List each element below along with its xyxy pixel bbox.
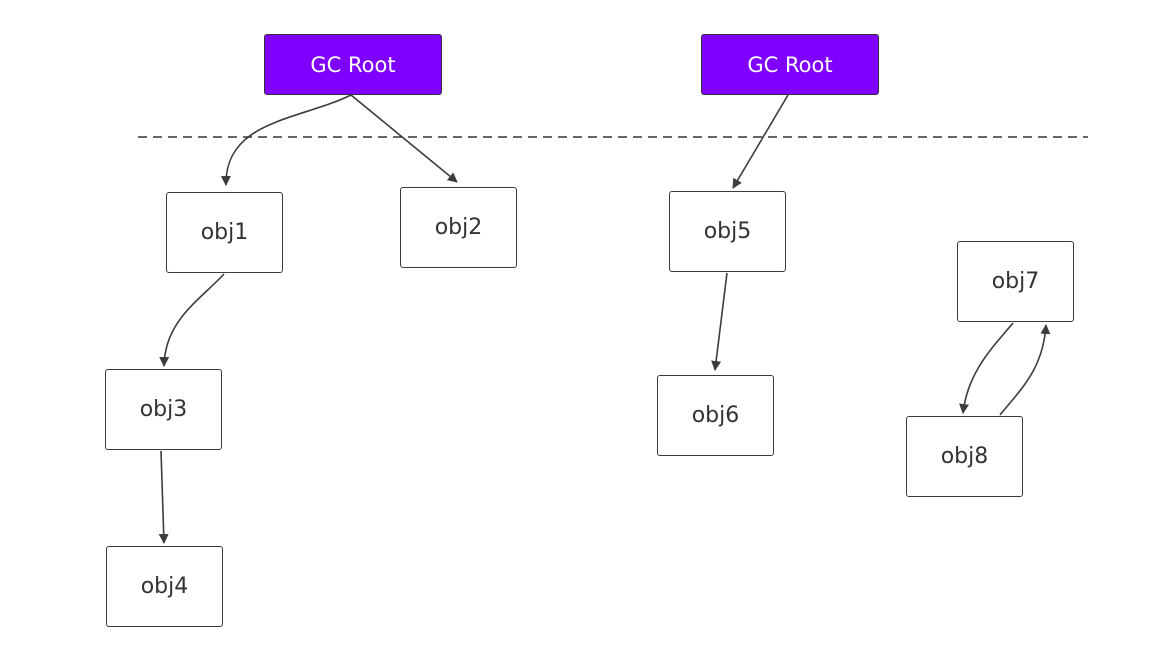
obj4-node: obj4 xyxy=(106,546,223,627)
obj7-label: obj7 xyxy=(991,269,1040,294)
obj1-node: obj1 xyxy=(166,192,283,273)
obj6-node: obj6 xyxy=(657,375,774,456)
edge-obj7-to-obj8 xyxy=(959,322,1014,414)
obj8-node: obj8 xyxy=(906,416,1023,497)
obj5-label: obj5 xyxy=(703,219,752,244)
gc-root-label: GC Root xyxy=(747,52,833,77)
obj2-label: obj2 xyxy=(434,215,483,240)
obj3-label: obj3 xyxy=(139,397,188,422)
gc-root-node-left: GC Root xyxy=(264,34,442,95)
gc-root-node-right: GC Root xyxy=(701,34,879,95)
edge-obj3-to-obj4 xyxy=(158,450,169,544)
edge-root1-to-obj1 xyxy=(220,94,352,186)
obj7-node: obj7 xyxy=(957,241,1074,322)
obj5-node: obj5 xyxy=(669,191,786,272)
edge-obj5-to-obj6 xyxy=(711,272,728,371)
edge-root1-to-obj2 xyxy=(350,94,458,183)
edge-root2-to-obj5 xyxy=(732,94,789,189)
obj4-label: obj4 xyxy=(140,574,189,599)
obj1-label: obj1 xyxy=(200,220,249,245)
obj6-label: obj6 xyxy=(691,403,740,428)
obj3-node: obj3 xyxy=(105,369,222,450)
obj8-label: obj8 xyxy=(940,444,989,469)
gc-root-label: GC Root xyxy=(310,52,396,77)
edge-obj8-to-obj7 xyxy=(999,324,1051,416)
edge-obj1-to-obj3 xyxy=(159,273,225,367)
obj2-node: obj2 xyxy=(400,187,517,268)
